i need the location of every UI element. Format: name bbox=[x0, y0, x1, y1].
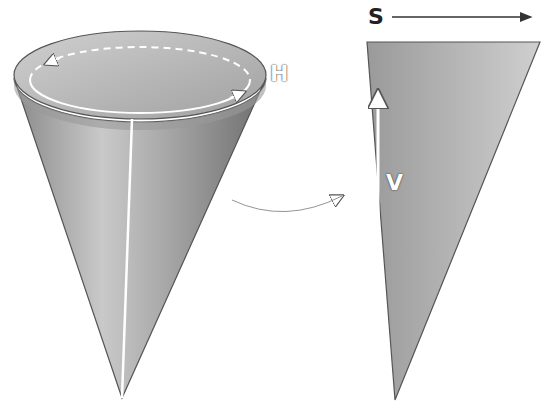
vertical-circulation-label: V bbox=[386, 172, 403, 194]
shear-label: S bbox=[368, 6, 384, 28]
horizontal-circulation-label: H bbox=[270, 63, 288, 85]
